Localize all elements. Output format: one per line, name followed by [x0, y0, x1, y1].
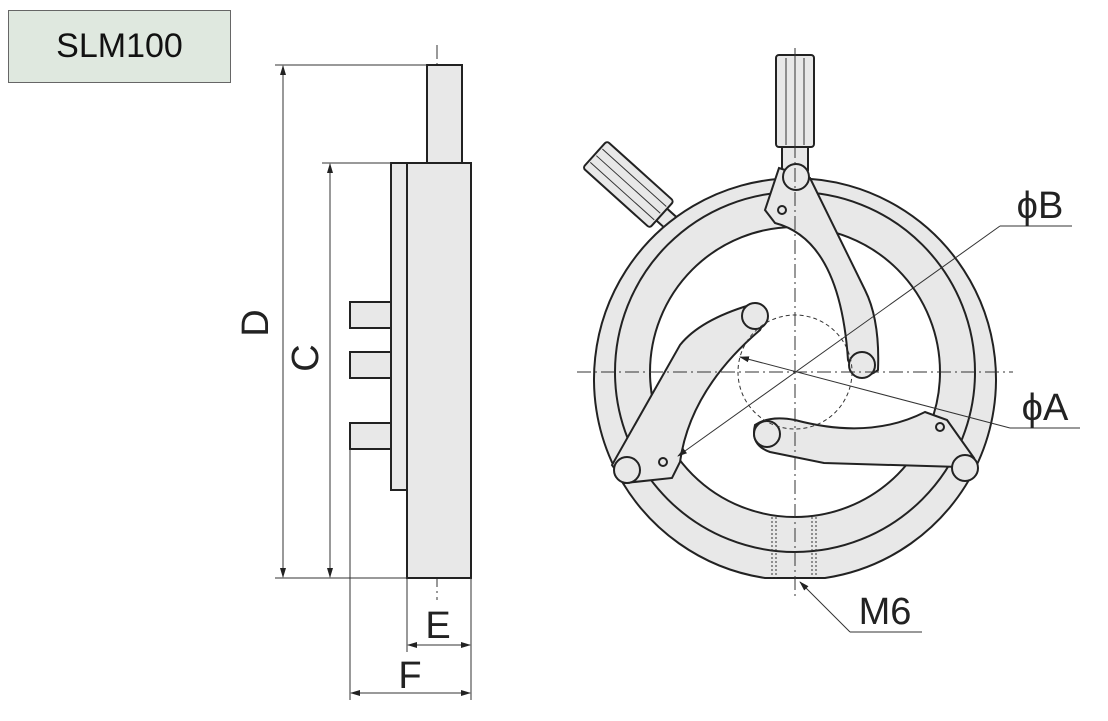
dimension-phiB-label: ϕB [1017, 185, 1064, 227]
dimension-phiB-line [677, 225, 1001, 457]
side-plate [390, 162, 408, 491]
side-pin [349, 351, 392, 379]
pin [753, 420, 781, 448]
side-view: D C E F [235, 45, 472, 700]
side-pin [349, 301, 392, 329]
screw [782, 163, 810, 191]
screw [951, 454, 979, 482]
dimension-M6-label: M6 [859, 591, 912, 633]
dimension-E-label: E [425, 605, 450, 647]
dimension-F-label: F [398, 655, 421, 697]
dimension-C-label: C [285, 344, 327, 371]
dimension-phiA-line [739, 356, 1011, 429]
pin [848, 351, 876, 379]
dimension-M6-leader [799, 581, 851, 633]
screw [613, 456, 641, 484]
front-view: ϕB ϕA M6 [577, 48, 1080, 633]
dimension-D-label: D [235, 309, 277, 336]
side-body [406, 162, 472, 579]
clamp-arm-right [753, 410, 976, 469]
model-title: SLM100 [56, 27, 183, 65]
dimension-phiA-label: ϕA [1022, 387, 1069, 429]
pin [741, 302, 769, 330]
clear-aperture-circle [737, 314, 853, 430]
side-pin [349, 422, 392, 450]
model-title-box: SLM100 [8, 10, 231, 83]
side-knob-shaft [426, 64, 463, 164]
